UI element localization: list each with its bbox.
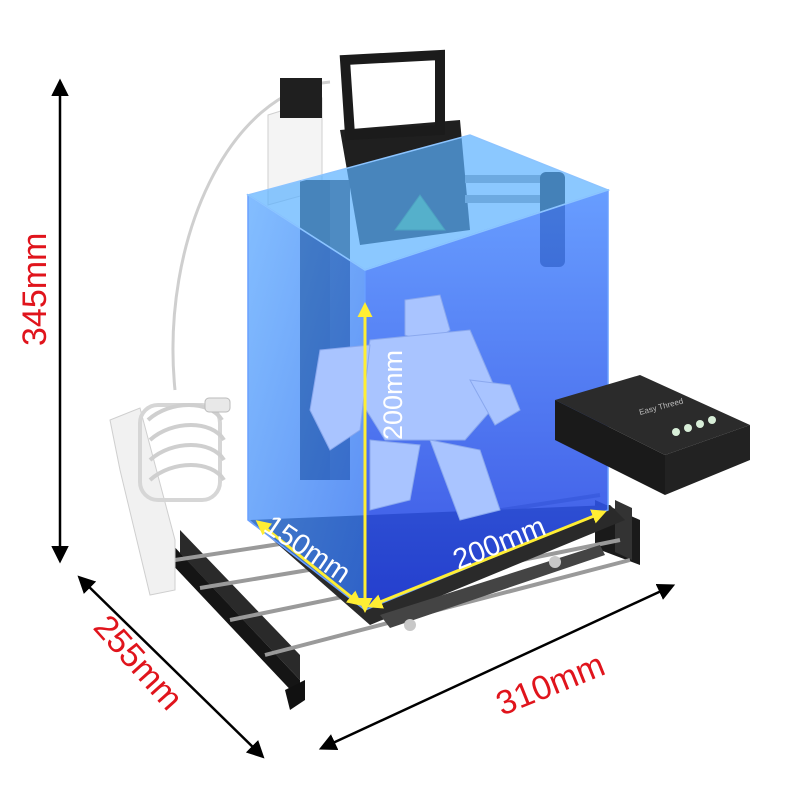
- overall-depth-label: 255mm: [86, 608, 190, 718]
- control-button[interactable]: [708, 416, 716, 424]
- filament-spool-holder: [109, 397, 231, 596]
- overall-height-label: 345mm: [16, 233, 54, 346]
- control-box: Easy Threed: [555, 375, 750, 495]
- control-button[interactable]: [696, 420, 704, 428]
- overall-width-arrow: [318, 583, 676, 751]
- overall-depth-arrow: [77, 575, 265, 759]
- control-button[interactable]: [684, 424, 692, 432]
- control-button[interactable]: [672, 428, 680, 436]
- model-figure: [309, 294, 521, 521]
- overall-width-label: 310mm: [491, 646, 610, 724]
- build-height-label: 200mm: [378, 350, 408, 440]
